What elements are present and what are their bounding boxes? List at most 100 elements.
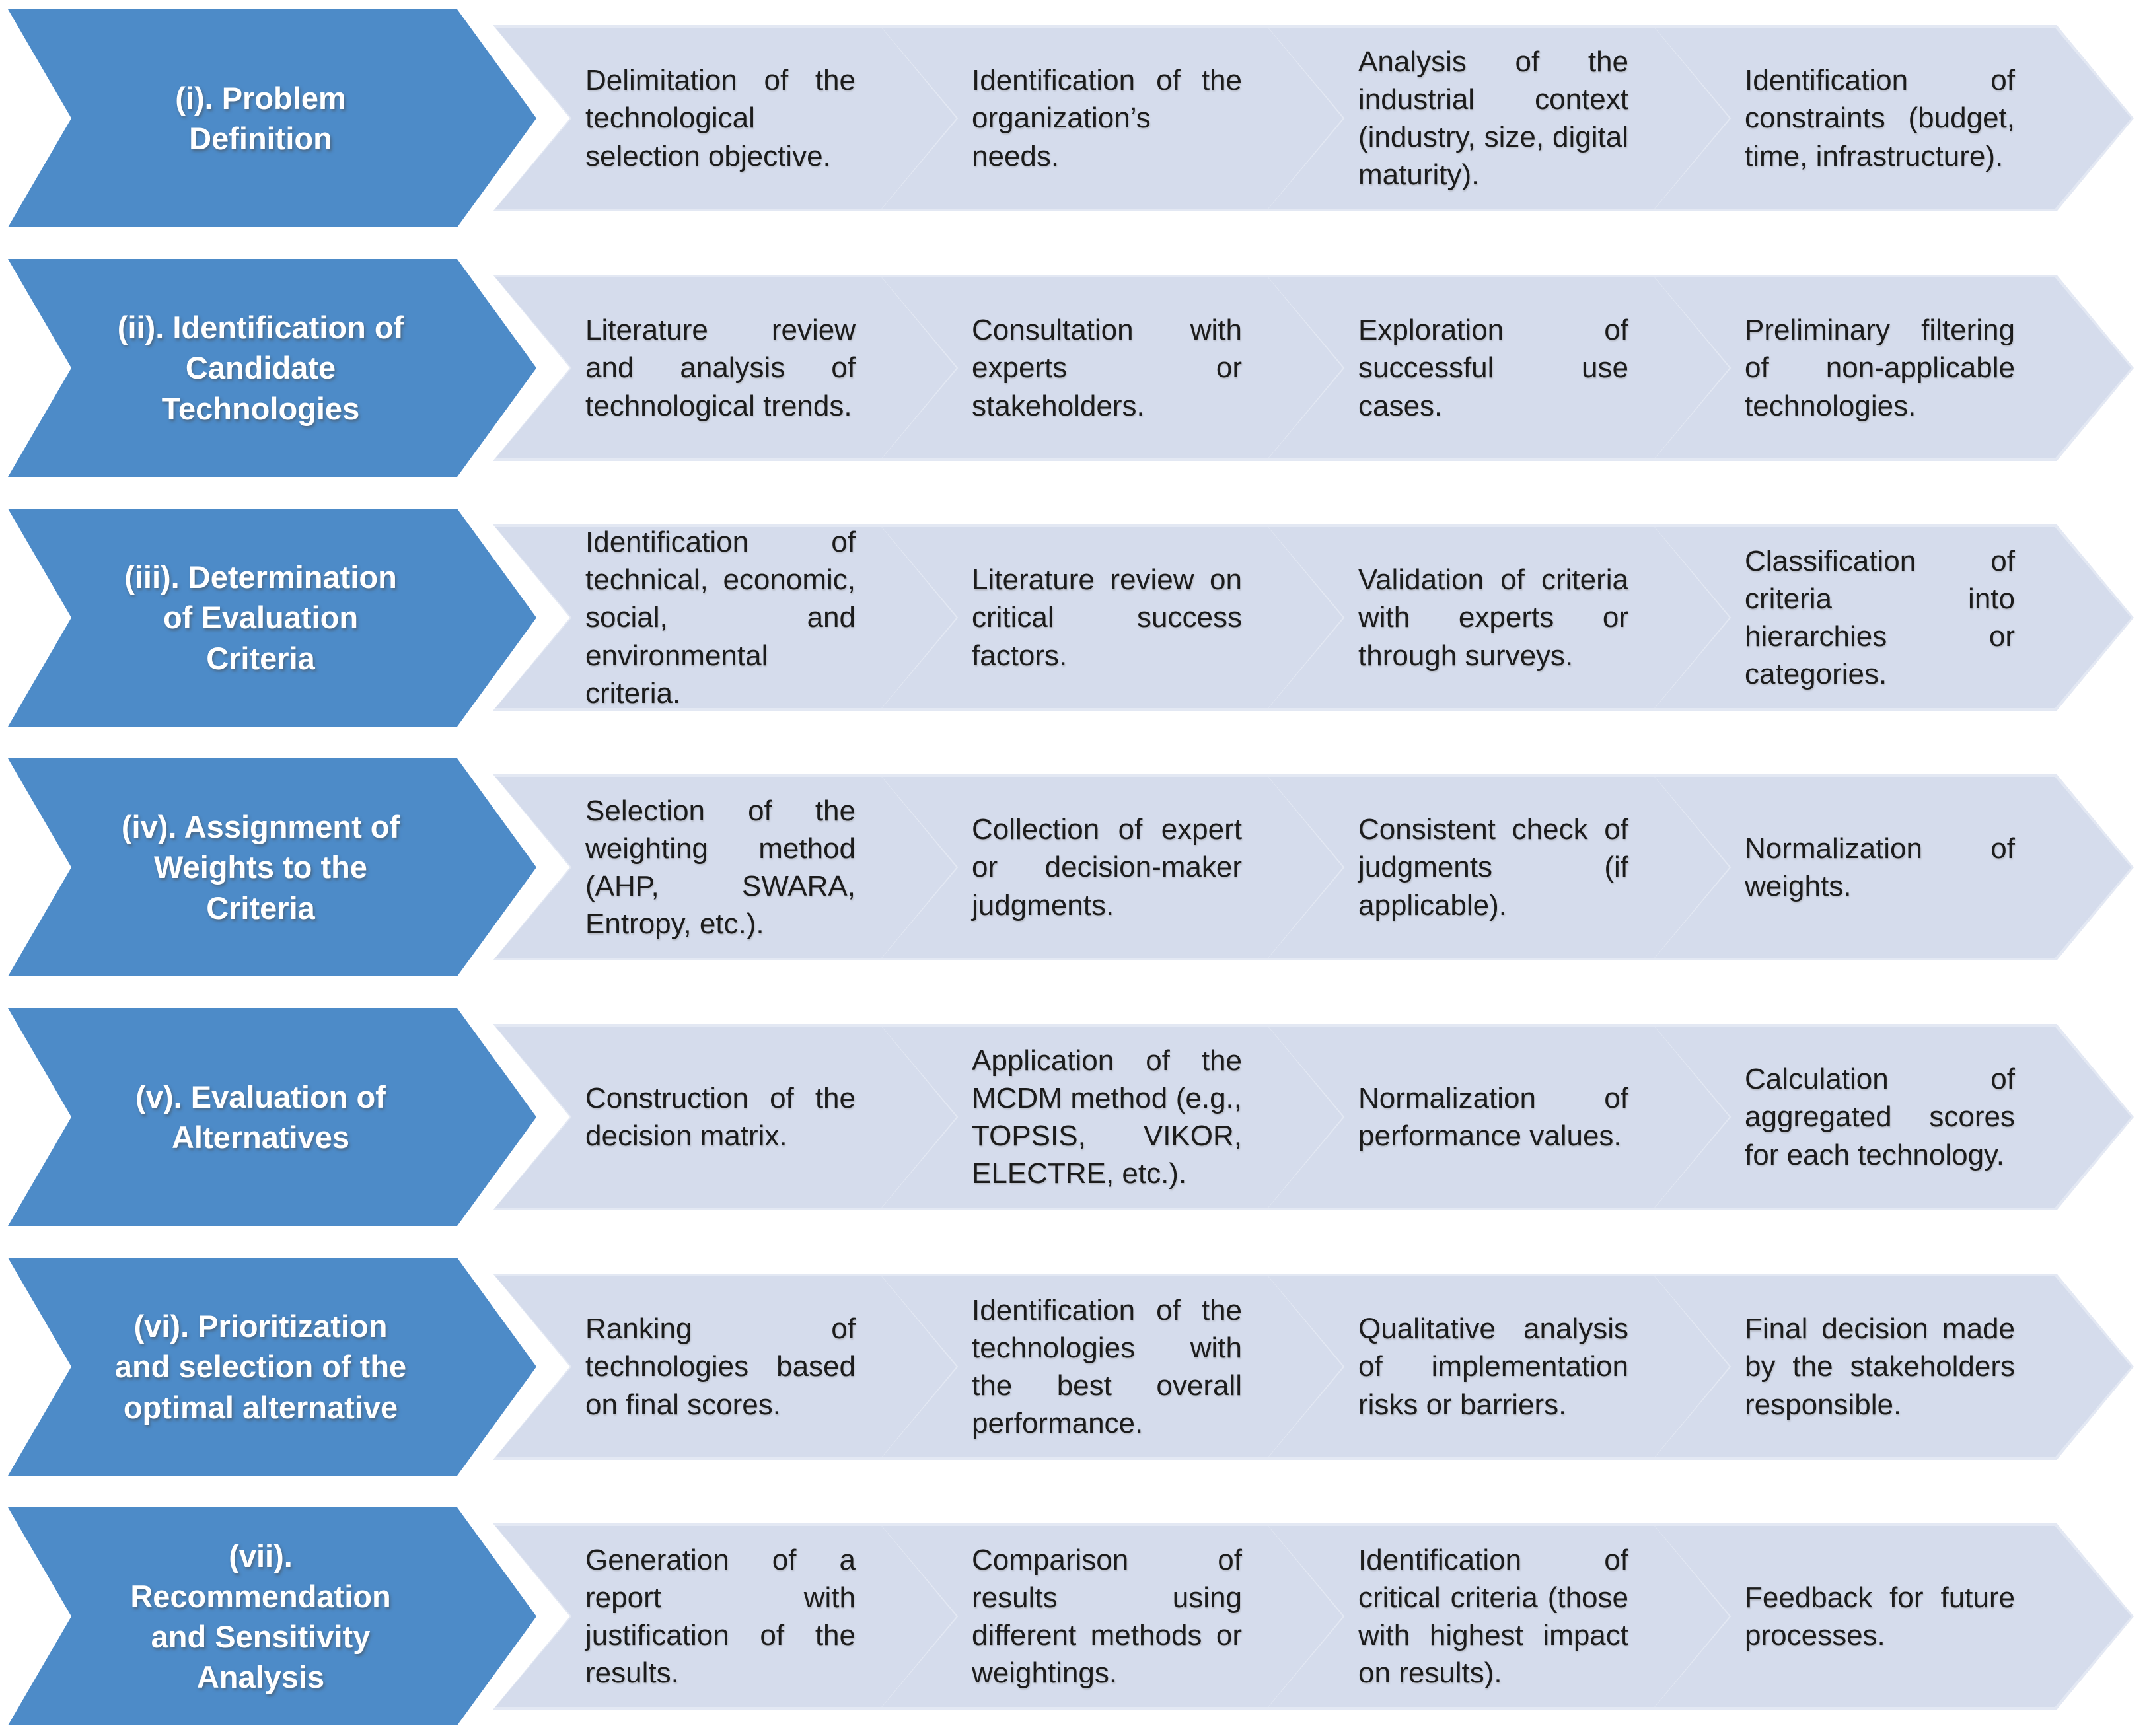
stage-chevron-shape [8,9,536,227]
substep-text: Preliminary filtering of non-applicable … [1745,314,2015,422]
substep-text: Validation of criteria with experts or t… [1358,563,1628,672]
stage-title: (v). Evaluation of Alternatives [135,1079,386,1155]
substep-chevron-shape [1652,1024,2134,1210]
substep-chevron-shape [493,275,974,461]
substep-chevron-shape [1266,1274,1747,1460]
substep-text: Identification of the technologies with … [972,1293,1242,1440]
substep-text: Normalization of weights. [1745,832,2015,902]
substep-chevron: Identification of the technologies with … [879,1274,1361,1460]
substep-chevron-shape [493,1024,974,1210]
substep-text: Selection of the weighting method (AHP, … [585,794,856,941]
substep-text: Qualitative analysis of implementation r… [1358,1313,1628,1421]
substep-chevron: Construction of the decision matrix. [493,1024,974,1210]
substep-chevron-shape [879,524,1361,711]
substep-text: Generation of a report with justificatio… [585,1543,856,1690]
substep-chevron: Selection of the weighting method (AHP, … [493,774,974,960]
stage-chevron: (v). Evaluation of Alternatives [8,1008,536,1226]
substep-chevron: Final decision made by the stakeholders … [1652,1274,2134,1460]
substep-chevron-shape [1266,275,1747,461]
process-row: (vi). Prioritization and selection of th… [0,1258,2151,1476]
substep-text: Construction of the decision matrix. [585,1081,856,1152]
substep-chevron-shape [879,1024,1361,1210]
substep-chevron-shape [879,1274,1361,1460]
substep-chevron-shape [1652,1274,2134,1460]
substep-chevron: Identification of critical criteria (tho… [1266,1523,1747,1710]
substep-chevron-shape [1266,1523,1747,1710]
substep-chevron: Application of the MCDM method (e.g., TO… [879,1024,1361,1210]
substep-chevron: Literature review on critical success fa… [879,524,1361,711]
stage-title: (iv). Assignment of Weights to the Crite… [121,809,400,925]
substep-text: Analysis of the industrial context (indu… [1358,45,1628,192]
stage-chevron: (vii). Recommendation and Sensitivity An… [8,1507,536,1725]
process-row: (ii). Identification of Candidate Techno… [0,259,2151,477]
stage-chevron-shape [8,509,536,727]
stage-title: (vi). Prioritization and selection of th… [114,1309,407,1425]
substep-text: Delimitation of the technological select… [585,64,856,172]
substep-chevron-shape [1266,774,1747,960]
substep-text: Consistent check of judgments (if applic… [1358,813,1628,922]
substep-chevron: Ranking of technologies based on final s… [493,1274,974,1460]
substep-text: Calculation of aggregated scores for eac… [1745,1063,2015,1171]
substep-chevron-shape [1652,1523,2134,1710]
stage-chevron-shape [8,259,536,477]
process-row: (v). Evaluation of Alternatives Construc… [0,1008,2151,1226]
substep-chevron-shape [879,275,1361,461]
stage-chevron: (vi). Prioritization and selection of th… [8,1258,536,1476]
substep-text: Identification of technical, economic, s… [585,526,856,709]
stage-chevron-shape [8,1258,536,1476]
substep-chevron: Analysis of the industrial context (indu… [1266,25,1747,211]
substep-text: Feedback for future processes. [1745,1581,2015,1651]
process-row: (vii). Recommendation and Sensitivity An… [0,1507,2151,1725]
stage-title: (i). Problem Definition [175,80,346,156]
substep-chevron-shape [1266,524,1747,711]
stage-chevron: (iii). Determination of Evaluation Crite… [8,509,536,727]
substep-text: Literature review and analysis of techno… [585,314,856,422]
substep-chevron: Literature review and analysis of techno… [493,275,974,461]
substep-chevron: Feedback for future processes. [1652,1523,2134,1710]
stage-chevron: (i). Problem Definition [8,9,536,227]
process-row: (iii). Determination of Evaluation Crite… [0,509,2151,727]
substep-text: Comparison of results using different me… [972,1543,1242,1690]
substep-text: Ranking of technologies based on final s… [585,1313,856,1421]
stage-chevron-shape [8,758,536,976]
substep-text: Application of the MCDM method (e.g., TO… [972,1044,1242,1190]
substep-chevron-shape [1652,524,2134,711]
substep-chevron-shape [1266,25,1747,211]
substep-chevron: Identification of constraints (budget, t… [1652,25,2134,211]
substep-text: Consultation with experts or stakeholder… [972,314,1242,422]
stage-chevron: (iv). Assignment of Weights to the Crite… [8,758,536,976]
substep-text: Collection of expert or decision-maker j… [972,813,1242,922]
substep-text: Identification of critical criteria (tho… [1358,1543,1628,1690]
substep-chevron-shape [493,774,974,960]
process-row: (iv). Assignment of Weights to the Crite… [0,758,2151,976]
substep-text: Exploration of successful use cases. [1358,314,1628,422]
substep-chevron: Normalization of performance values. [1266,1024,1747,1210]
stage-chevron-shape [8,1507,536,1725]
substep-chevron-shape [879,25,1361,211]
substep-chevron-shape [879,774,1361,960]
stage-title: (ii). Identification of Candidate Techno… [117,310,404,426]
substep-text: Literature review on critical success fa… [972,563,1242,672]
substep-chevron: Classification of criteria into hierarch… [1652,524,2134,711]
substep-chevron: Comparison of results using different me… [879,1523,1361,1710]
substep-chevron-shape [1652,275,2134,461]
substep-chevron: Preliminary filtering of non-applicable … [1652,275,2134,461]
stage-title: (iii). Determination of Evaluation Crite… [124,560,397,676]
substep-chevron-shape [1652,774,2134,960]
substep-chevron: Exploration of successful use cases. [1266,275,1747,461]
substep-chevron-shape [493,1274,974,1460]
substep-text: Classification of criteria into hierarch… [1745,544,2015,691]
substep-chevron-shape [879,1523,1361,1710]
substep-chevron: Generation of a report with justificatio… [493,1523,974,1710]
substep-chevron-shape [493,1523,974,1710]
stage-title: (vii). Recommendation and Sensitivity An… [130,1538,391,1695]
substep-chevron: Delimitation of the technological select… [493,25,974,211]
substep-chevron-shape [493,25,974,211]
substep-chevron: Calculation of aggregated scores for eac… [1652,1024,2134,1210]
substep-chevron-shape [1266,1024,1747,1210]
substep-text: Normalization of performance values. [1358,1081,1628,1152]
substep-chevron: Consultation with experts or stakeholder… [879,275,1361,461]
substep-text: Final decision made by the stakeholders … [1745,1313,2015,1421]
stage-chevron-shape [8,1008,536,1226]
